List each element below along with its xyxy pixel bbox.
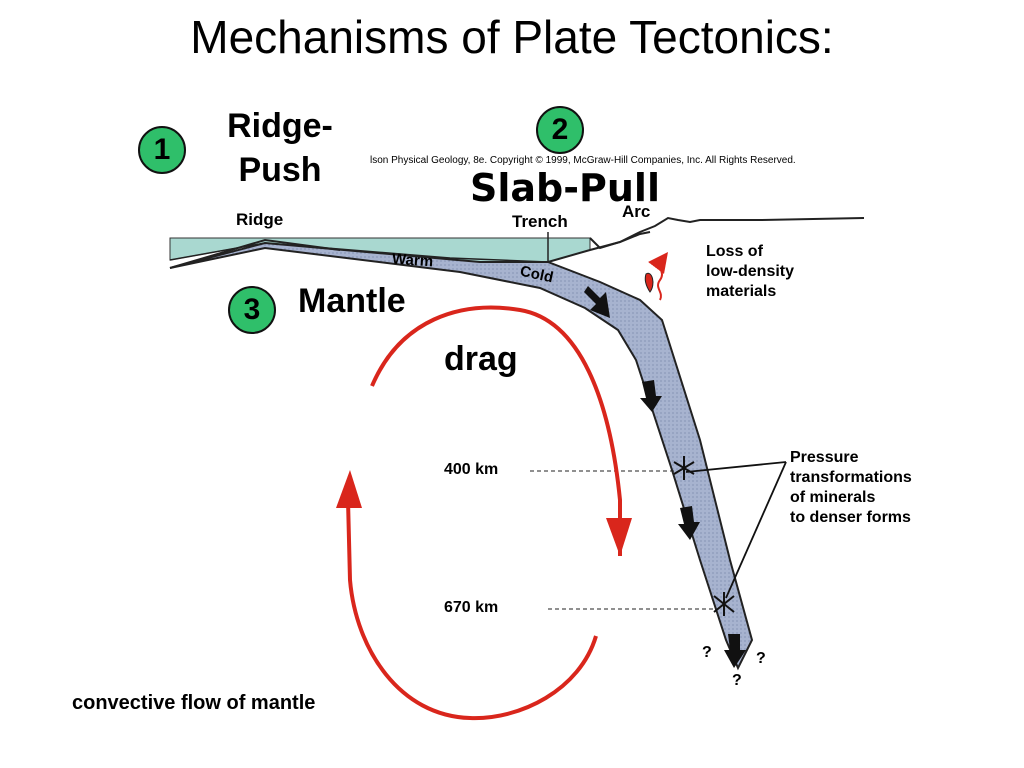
ridge-label: Ridge xyxy=(236,210,284,229)
warm-label: Warm xyxy=(391,250,434,271)
mantle-convection-arrow-right xyxy=(370,305,622,556)
question-mark-right: ? xyxy=(756,650,766,667)
arc-label: Arc xyxy=(622,202,651,221)
loss-line1: Loss of xyxy=(706,243,763,260)
badge-1: 1 xyxy=(138,126,186,174)
slab-inner-line xyxy=(169,242,549,263)
loss-line3: materials xyxy=(706,283,777,300)
loss-label: Loss of low-density materials xyxy=(706,242,794,302)
question-mark-left: ? xyxy=(702,644,712,661)
pressure-line1: Pressure xyxy=(790,449,859,466)
arc-crust xyxy=(547,231,651,263)
magma-drop xyxy=(644,272,654,293)
ridge-push-line1: Ridge- xyxy=(227,107,333,145)
pressure-pointer-2 xyxy=(725,461,787,599)
slab-arrow xyxy=(678,506,700,540)
pressure-line2: transformations xyxy=(790,469,912,486)
pressure-line4: to denser forms xyxy=(790,509,911,526)
convective-flow-caption: convective flow of mantle xyxy=(72,692,316,714)
ridge-push-label: Ridge- Push xyxy=(210,104,350,192)
badge-1-number: 1 xyxy=(153,133,171,166)
depth-670-label: 670 km xyxy=(444,599,499,616)
slab-arrow xyxy=(640,380,662,412)
badge-2-number: 2 xyxy=(551,113,569,146)
mantle-convection-arrow-left xyxy=(346,499,598,721)
pressure-label: Pressure transformations of minerals to … xyxy=(790,448,912,528)
subducting-slab xyxy=(169,241,754,671)
slab-arrows xyxy=(584,286,746,668)
mantle-label: Mantle xyxy=(298,282,406,320)
slab-arrow xyxy=(724,634,746,668)
drag-label: drag xyxy=(444,340,518,378)
badge-2: 2 xyxy=(536,106,584,154)
badge-3-number: 3 xyxy=(243,293,261,326)
mantle-convection-arrowhead-down xyxy=(606,518,632,556)
rising-magma-arrow xyxy=(648,251,668,301)
badge-3: 3 xyxy=(228,286,276,334)
slab-pull-label: Slab-Pull xyxy=(470,166,660,210)
question-mark-bottom: ? xyxy=(732,672,742,689)
slab-arrow xyxy=(584,286,610,318)
trench-label: Trench xyxy=(512,212,568,231)
ridge-push-line2: Push xyxy=(238,151,322,189)
depth-400-label: 400 km xyxy=(444,461,499,478)
ridge-peak xyxy=(169,238,341,269)
slide-title: Mechanisms of Plate Tectonics: xyxy=(190,11,834,63)
copyright-text: lson Physical Geology, 8e. Copyright © 1… xyxy=(370,155,796,166)
pressure-pointer-1 xyxy=(685,461,787,473)
transformation-670-star xyxy=(713,592,735,616)
mantle-convection-arrowhead-up xyxy=(336,470,362,508)
pressure-line3: of minerals xyxy=(790,489,876,506)
loss-line2: low-density xyxy=(706,263,795,280)
